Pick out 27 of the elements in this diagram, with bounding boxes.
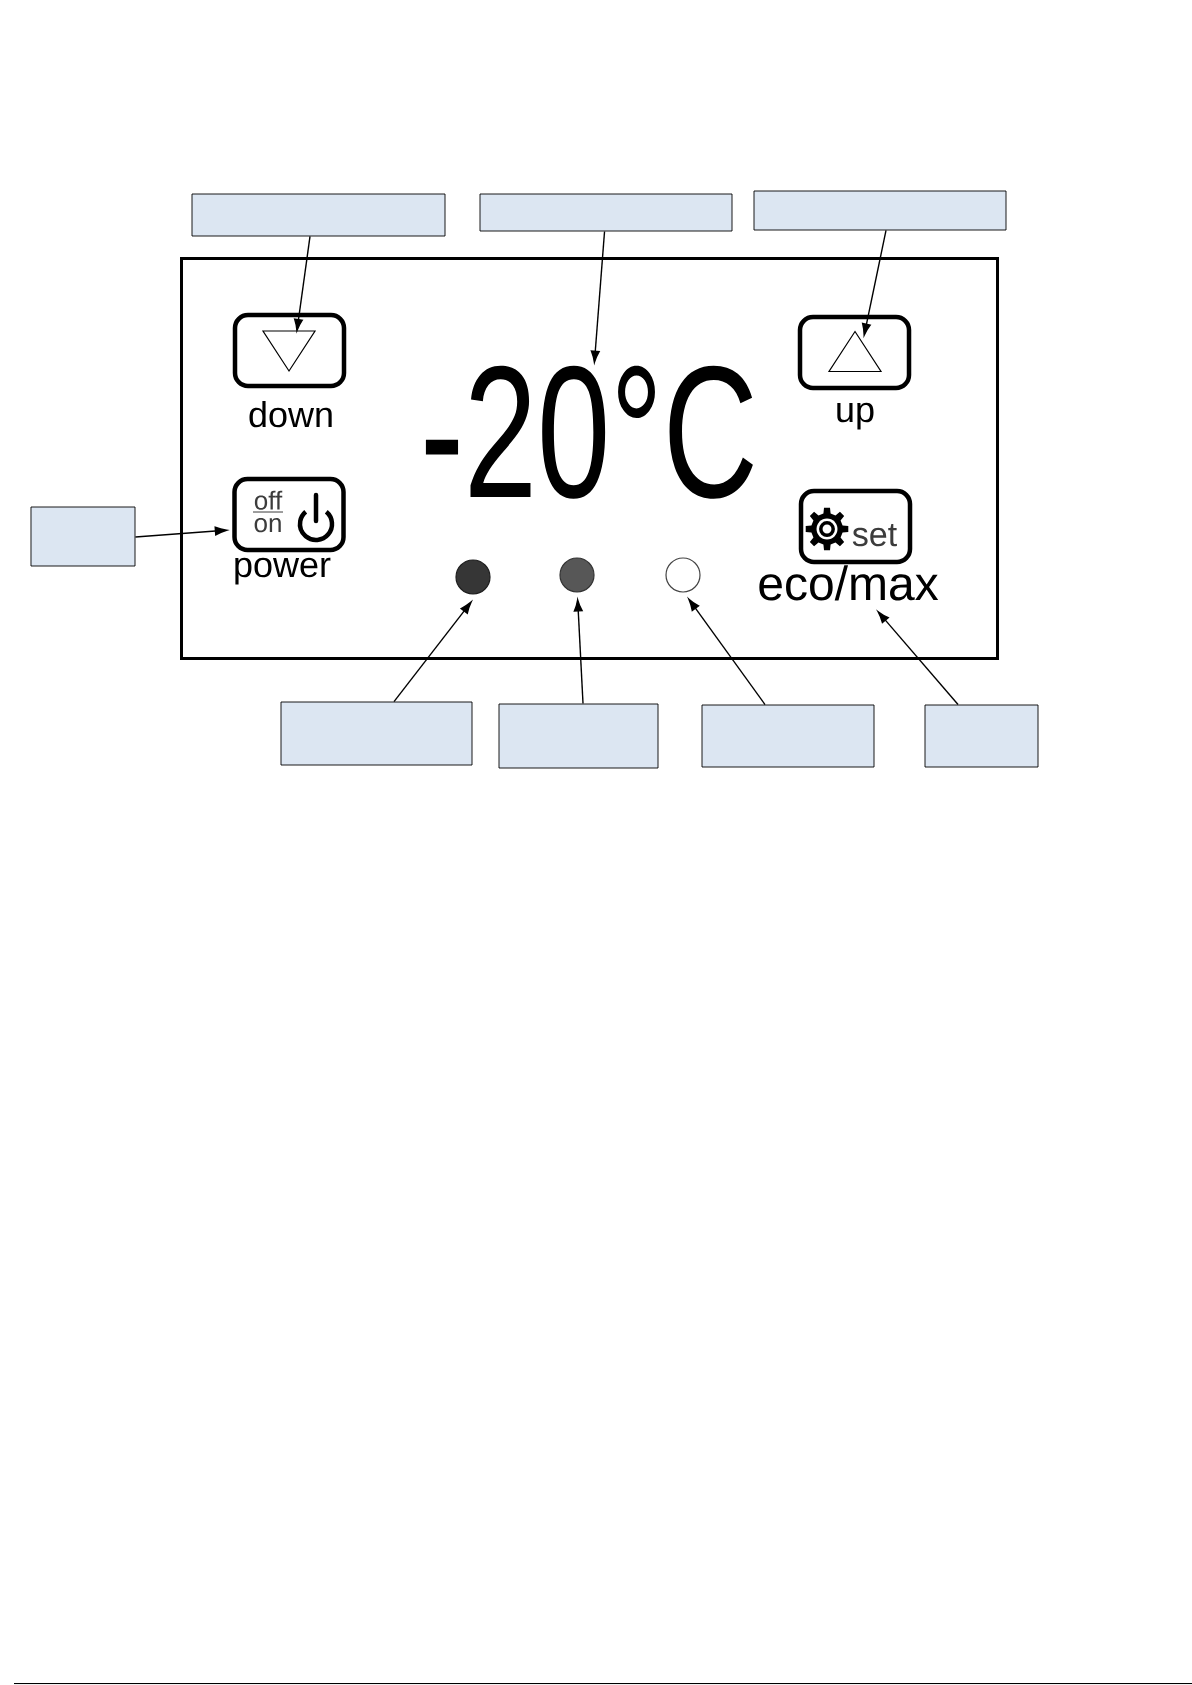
button-label: up bbox=[837, 402, 874, 430]
leader-arrow bbox=[688, 598, 766, 706]
leader-arrow bbox=[393, 601, 472, 703]
leader-arrow bbox=[590, 230, 606, 363]
control-panel bbox=[180, 257, 999, 660]
temperature-readout: -20°C bbox=[425, 365, 753, 499]
leader-arrow bbox=[573, 599, 584, 705]
indicator-light bbox=[559, 557, 595, 593]
button-label: power bbox=[235, 557, 331, 585]
leader-arrow bbox=[877, 611, 959, 706]
callout-box bbox=[924, 704, 1039, 768]
button-label: down bbox=[249, 400, 332, 428]
callout-box bbox=[498, 703, 659, 769]
callout-box bbox=[30, 506, 136, 567]
leader-arrow bbox=[134, 526, 228, 538]
leader-arrow bbox=[861, 229, 887, 336]
callout-box bbox=[479, 193, 733, 232]
leader-arrow bbox=[293, 235, 311, 332]
callout-box bbox=[191, 193, 446, 237]
callout-box bbox=[753, 190, 1007, 231]
button-label: eco/max bbox=[759, 565, 939, 601]
callout-box bbox=[701, 704, 875, 768]
indicator-light bbox=[455, 559, 491, 595]
indicator-light bbox=[665, 557, 701, 593]
callout-box bbox=[280, 701, 473, 766]
button: set bbox=[798, 488, 913, 565]
button: off on bbox=[232, 476, 346, 553]
